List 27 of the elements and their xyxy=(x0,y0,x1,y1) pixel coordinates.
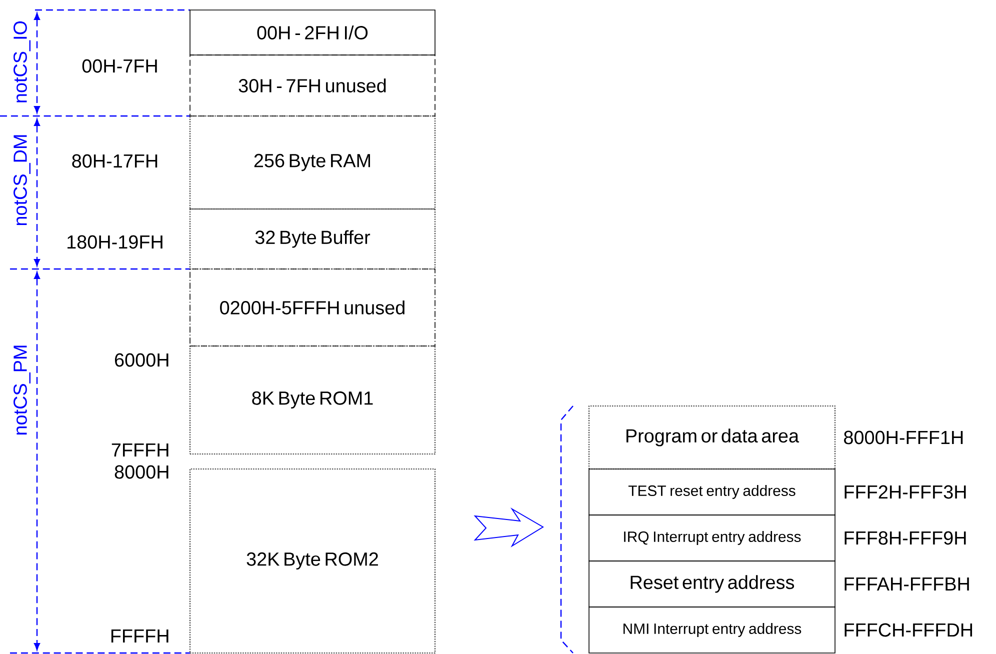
chip-select-label: notCS_IO xyxy=(14,21,30,102)
memory-block: 32K Byte ROM2 xyxy=(190,468,436,654)
address-range: FFF8H-FFF9H xyxy=(844,531,966,545)
address-label: 6000H xyxy=(114,353,168,367)
memory-block: Reset entry address xyxy=(588,560,836,608)
chip-select-label: notCS_DM xyxy=(14,135,30,226)
memory-block: 8K Byte ROM1 xyxy=(190,346,436,454)
address-label: FFFFH xyxy=(111,630,168,642)
address-range: 8000H-FFF1H xyxy=(844,430,963,444)
memory-block: 00H - 2FH I/O xyxy=(190,10,436,56)
memory-block: TEST reset entry address xyxy=(588,468,836,516)
address-label: 180H-19FH xyxy=(68,235,162,249)
address-label: 80H-17FH xyxy=(72,154,158,168)
address-label: 00H-7FH xyxy=(82,59,157,73)
memory-block: 30H - 7FH unused xyxy=(190,54,436,116)
address-range: FFFAH-FFFBH xyxy=(844,578,969,590)
address-range: FFF2H-FFF3H xyxy=(844,485,966,499)
memory-block: 32 Byte Buffer xyxy=(190,208,436,270)
address-range: FFFCH-FFFDH xyxy=(844,623,972,637)
chip-select-label: notCS_PM xyxy=(14,346,30,434)
memory-block: NMI Interrupt entry address xyxy=(588,606,836,654)
memory-block: 256 Byte RAM xyxy=(190,116,436,210)
memory-block: Program or data area xyxy=(588,406,836,470)
address-label: 8000H xyxy=(114,465,168,479)
memory-block: 0200H-5FFFH unused xyxy=(190,268,436,346)
address-label: 7FFFH xyxy=(112,444,168,456)
memory-block: IRQ Interrupt entry address xyxy=(588,514,836,562)
